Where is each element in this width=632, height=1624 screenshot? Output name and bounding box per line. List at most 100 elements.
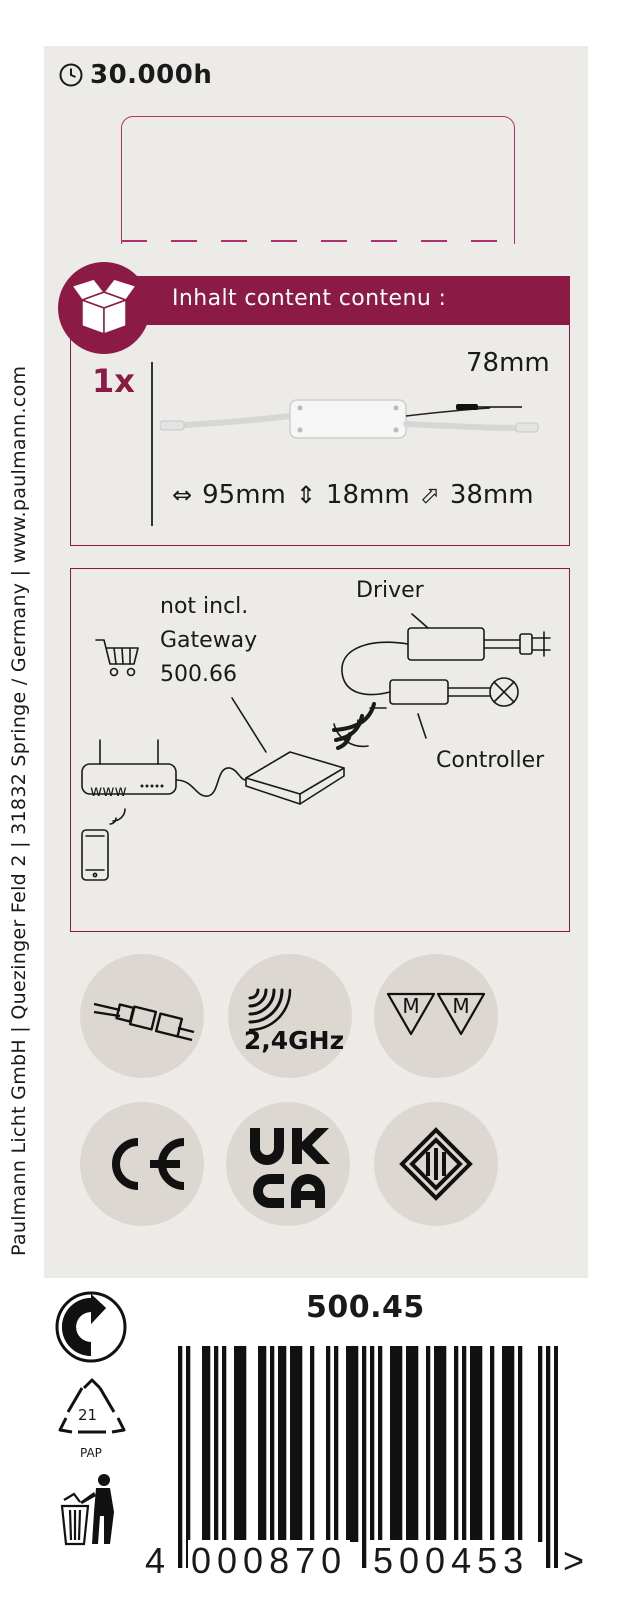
barcode-bar — [442, 1346, 447, 1542]
ean-left-digits: 000870 — [188, 1540, 351, 1582]
system-diagram-box — [70, 568, 570, 932]
dimension-width: 95mm — [202, 480, 286, 510]
dimensions-row: ⇔ 95mm ⇕ 18mm ⬀ 38mm — [172, 480, 534, 510]
ean-first-digit: 4 — [142, 1540, 169, 1582]
barcode-bar — [242, 1346, 247, 1542]
dimension-depth: 38mm — [449, 480, 534, 510]
gateway-number: 500.66 — [160, 662, 237, 687]
not-included-label: not incl. — [160, 594, 249, 619]
recycling-label: PAP — [80, 1446, 102, 1460]
controller-box — [389, 679, 449, 705]
barcode-bar — [202, 1346, 207, 1542]
contents-header: Inhalt content contenu : — [112, 276, 570, 324]
router-icon — [81, 739, 177, 795]
quantity-label: 1x — [92, 362, 135, 400]
barcode-bar — [214, 1346, 219, 1542]
height-arrow-icon: ⇕ — [295, 481, 316, 509]
barcode-bar — [434, 1346, 439, 1542]
barcode-bar — [234, 1346, 239, 1542]
barcode-bar — [438, 1346, 443, 1542]
barcode-bar — [258, 1346, 263, 1542]
lifetime-info: 30.000h — [58, 60, 212, 90]
cable-length-label: 78mm — [466, 348, 550, 378]
barcode-bar — [346, 1346, 351, 1542]
barcode-bar — [394, 1346, 399, 1542]
gateway-icon — [245, 751, 345, 805]
power-plug-icon — [519, 631, 551, 657]
hanger-cutout-dashed-line — [121, 240, 515, 242]
ukca-mark-icon — [250, 1128, 330, 1208]
barcode-guard-bar — [186, 1346, 191, 1568]
barcode-bar — [410, 1346, 415, 1542]
trash-bin-icon — [60, 1474, 114, 1546]
barcode-bar — [350, 1346, 355, 1542]
barcode-bar — [326, 1346, 331, 1542]
article-number: 500.45 — [306, 1290, 425, 1325]
barcode-bar — [378, 1346, 383, 1542]
class-iii-badge — [374, 1102, 498, 1226]
barcode-bar — [398, 1346, 403, 1542]
ukca-mark-badge — [226, 1102, 350, 1226]
barcode-bar — [470, 1346, 475, 1542]
barcode-bar — [262, 1346, 267, 1542]
shopping-cart-icon — [95, 639, 139, 677]
depth-arrow-icon: ⬀ — [419, 481, 440, 509]
connector-icon — [93, 1002, 195, 1042]
quantity-divider — [151, 362, 153, 526]
recycling-icon — [58, 1378, 126, 1434]
mm-triangles-icon — [386, 992, 486, 1036]
barcode-guard-bar — [554, 1346, 558, 1568]
width-arrow-icon: ⇔ — [172, 481, 193, 509]
mm-mark-badge: M M — [374, 954, 498, 1078]
dimension-height: 18mm — [325, 480, 410, 510]
barcode-bar — [538, 1346, 543, 1542]
barcode-bar — [278, 1346, 283, 1542]
ean-right-digits: 500453 — [370, 1540, 533, 1582]
company-address: Paulmann Licht GmbH | Quezinger Feld 2 |… — [8, 365, 30, 1256]
wireless-signal-icon — [248, 988, 292, 1032]
lifetime-label: 30.000h — [90, 60, 213, 90]
ce-mark-badge — [80, 1102, 204, 1226]
barcode-bar — [474, 1346, 479, 1542]
mm-label-1: M — [402, 994, 420, 1018]
green-dot-icon — [55, 1291, 127, 1363]
controller-device-image — [160, 399, 539, 439]
barcode-bar — [270, 1346, 275, 1542]
barcode-bar — [222, 1346, 227, 1542]
protection-class-iii-icon — [399, 1127, 473, 1201]
barcode-bar — [490, 1346, 495, 1542]
driver-box — [407, 627, 485, 661]
barcode-bar — [406, 1346, 411, 1542]
barcode-bar — [310, 1346, 315, 1542]
barcode-bar — [510, 1346, 515, 1542]
barcode-bar — [462, 1346, 467, 1542]
barcode-guard-bar — [362, 1346, 367, 1568]
system-diagram — [81, 613, 551, 881]
barcode-bar — [478, 1346, 483, 1542]
barcode-bar — [206, 1346, 211, 1542]
contents-box — [70, 324, 570, 546]
barcode-bar — [454, 1346, 459, 1542]
box-icon — [58, 262, 150, 354]
barcode-bar — [518, 1346, 523, 1542]
barcode-bar — [354, 1346, 359, 1542]
gateway-label: Gateway — [160, 628, 258, 653]
barcode-bar — [390, 1346, 395, 1542]
barcode-bar — [294, 1346, 299, 1542]
controller-label: Controller — [436, 748, 545, 773]
barcode-guard-bar — [370, 1346, 375, 1568]
lamp-icon — [489, 677, 519, 707]
barcode-guard-bar — [546, 1346, 551, 1568]
barcode-bar — [282, 1346, 287, 1542]
driver-label: Driver — [356, 578, 424, 603]
connector-badge — [80, 954, 204, 1078]
clock-icon — [59, 63, 83, 87]
barcode-bar — [502, 1346, 507, 1542]
barcode-guard-bar — [178, 1346, 183, 1568]
ean-barcode — [178, 1346, 558, 1568]
contents-header-label: Inhalt content contenu : — [172, 286, 447, 311]
mm-label-2: M — [452, 994, 470, 1018]
barcode-bar — [506, 1346, 511, 1542]
frequency-badge: 2,4GHz — [228, 954, 352, 1078]
hanger-cutout-outline — [121, 116, 515, 244]
